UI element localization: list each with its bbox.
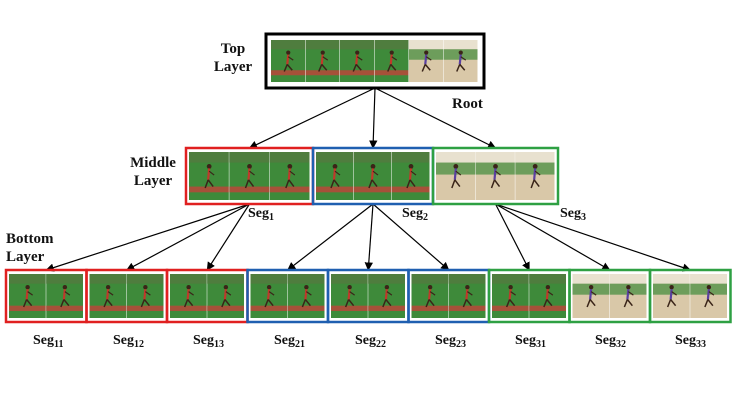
edge-seg3-to-seg31 xyxy=(494,203,530,271)
root-frame-3 xyxy=(340,40,375,82)
bottom-frame-3-1 xyxy=(170,274,208,318)
middle-frame-3-1 xyxy=(436,152,477,200)
bottom-segment-box-33 xyxy=(648,268,732,324)
edge-seg1-to-seg13 xyxy=(206,203,251,271)
bottom-frame-2-1 xyxy=(89,274,128,318)
seg-label-13: Seg13 xyxy=(193,333,224,350)
bottom-frame-7-2 xyxy=(529,274,567,318)
edge-seg2-to-seg21 xyxy=(287,203,374,271)
middle-layer-label-line2: Layer xyxy=(133,173,173,189)
bottom-frame-9-2 xyxy=(690,274,728,318)
middle-layer-label: Middle Layer xyxy=(124,154,182,190)
edge-seg3-to-seg32 xyxy=(495,203,611,271)
seg-label-32: Seg32 xyxy=(595,333,626,350)
bottom-frame-1-2 xyxy=(46,274,84,318)
bottom-frame-1-1 xyxy=(9,274,47,318)
bottom-frame-8-2 xyxy=(609,274,648,318)
bottom-frame-4-2 xyxy=(287,274,326,318)
bottom-frame-7-1 xyxy=(492,274,530,318)
seg-label-2: Seg2 xyxy=(402,206,428,223)
bottom-frame-5-2 xyxy=(368,274,406,318)
middle-layer-label-line1: Middle xyxy=(130,155,176,171)
root-frame-1 xyxy=(271,40,306,82)
bottom-frame-9-1 xyxy=(653,274,691,318)
bottom-frame-2-2 xyxy=(126,274,165,318)
bottom-frame-6-2 xyxy=(448,274,487,318)
seg-label-33: Seg33 xyxy=(675,333,706,350)
seg-label-12: Seg12 xyxy=(113,333,144,350)
bottom-frame-4-1 xyxy=(250,274,289,318)
root-frame-5 xyxy=(409,40,444,82)
middle-frame-1-1 xyxy=(189,152,230,200)
borders xyxy=(4,32,732,324)
bottom-layer-label-line2: Layer xyxy=(6,249,45,265)
middle-frame-3-2 xyxy=(475,152,516,200)
seg-label-31: Seg31 xyxy=(515,333,546,350)
root-frame-2 xyxy=(305,40,341,82)
root-frame-6 xyxy=(443,40,479,82)
middle-frame-1-2 xyxy=(229,152,271,200)
middle-segment-box-3 xyxy=(431,146,560,206)
edge-seg1-to-seg11 xyxy=(45,203,250,272)
edge-seg2-to-seg22 xyxy=(364,203,374,271)
root-box xyxy=(264,32,486,90)
edge-seg2-to-seg23 xyxy=(372,203,450,271)
bottom-frame-6-1 xyxy=(411,274,450,318)
seg-label-23: Seg23 xyxy=(435,333,466,350)
seg-label-3: Seg3 xyxy=(560,206,586,223)
edge-root-to-seg1 xyxy=(248,87,376,149)
root-frame-4 xyxy=(374,40,410,82)
edge-root-to-seg2 xyxy=(369,87,378,149)
bottom-frame-8-1 xyxy=(572,274,611,318)
bottom-frame-3-2 xyxy=(207,274,245,318)
middle-frame-3-3 xyxy=(515,152,556,200)
bottom-layer-label-line1: Bottom xyxy=(6,231,54,247)
edge-root-to-seg3 xyxy=(374,87,497,149)
seg-label-11: Seg11 xyxy=(33,333,64,350)
edge-seg1-to-seg12 xyxy=(126,203,250,271)
seg-label-1: Seg1 xyxy=(248,206,274,223)
edge-seg3-to-seg33 xyxy=(495,203,692,272)
seg-label-21: Seg21 xyxy=(274,333,305,350)
bottom-frame-5-1 xyxy=(331,274,369,318)
seg-label-22: Seg22 xyxy=(355,333,386,350)
root-label: Root xyxy=(452,96,483,112)
top-layer-label-line2: Layer xyxy=(213,59,253,75)
top-layer-label: Top Layer xyxy=(205,40,261,76)
middle-frame-2-1 xyxy=(316,152,355,200)
top-layer-label-line1: Top xyxy=(220,41,246,57)
bottom-layer-label: Bottom Layer xyxy=(6,230,66,266)
middle-frame-1-3 xyxy=(269,152,311,200)
edges xyxy=(45,87,692,272)
frames xyxy=(9,40,728,318)
middle-frame-2-3 xyxy=(392,152,431,200)
middle-frame-2-2 xyxy=(354,152,393,200)
